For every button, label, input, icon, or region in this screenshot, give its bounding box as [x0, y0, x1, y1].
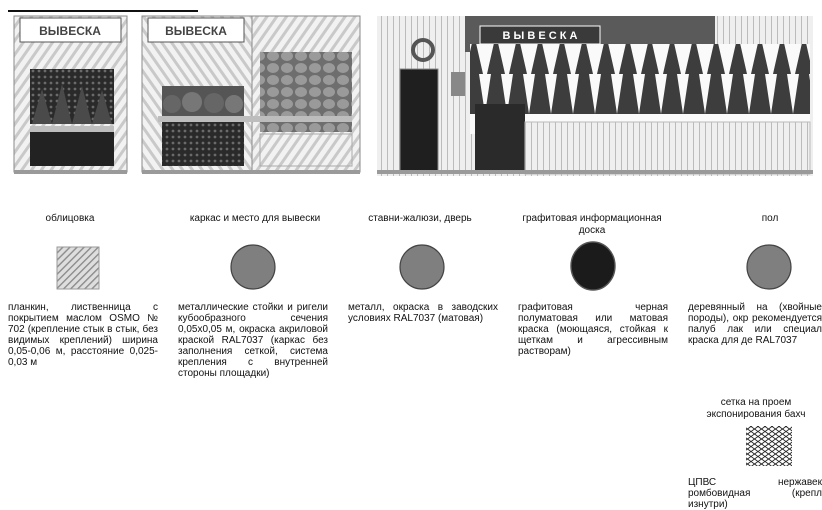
- column-desc-4: графитовая черная полуматовая или матова…: [518, 302, 668, 357]
- mesh-desc: ЦПВС нержавек ромбовидная (крепл изнутри…: [688, 477, 822, 510]
- mesh-swatch: [746, 426, 792, 466]
- mesh-title: сетка на проем экспонирования бахч: [706, 397, 806, 420]
- column-title-3: ставни-жалюзи, дверь: [368, 213, 472, 224]
- column-title-5: пол: [761, 213, 779, 224]
- swatch-shutters-gray: [399, 244, 445, 290]
- swatch-board-black: [570, 241, 616, 291]
- pavilion-illustration: В Ы В Е С К А: [377, 16, 813, 176]
- sign-text-2: ВЫВЕСКА: [165, 24, 227, 38]
- column-title-1: облицовка: [45, 213, 95, 224]
- column-title-4: графитовая информационная доска: [522, 213, 662, 236]
- header-rule: [8, 10, 198, 12]
- column-desc-3: металл, окраска в заводских условиях RAL…: [348, 302, 498, 324]
- kiosk-illustration-2: ВЫВЕСКА: [141, 15, 361, 174]
- kiosk-illustration-1: ВЫВЕСКА: [13, 15, 128, 174]
- sign-text-1: ВЫВЕСКА: [39, 24, 101, 38]
- sign-text-3: В Ы В Е С К А: [503, 30, 578, 42]
- swatch-cladding: [56, 246, 100, 290]
- column-title-2: каркас и место для вывески: [189, 213, 321, 224]
- column-desc-2: металлические стойки и ригели кубообразн…: [178, 302, 328, 379]
- swatch-floor-gray: [746, 244, 792, 290]
- column-desc-1: планкин, лиственница с покрытием маслом …: [8, 302, 158, 368]
- swatch-frame-gray: [230, 244, 276, 290]
- column-desc-5: деревянный на (хвойные породы), окр реко…: [688, 302, 822, 346]
